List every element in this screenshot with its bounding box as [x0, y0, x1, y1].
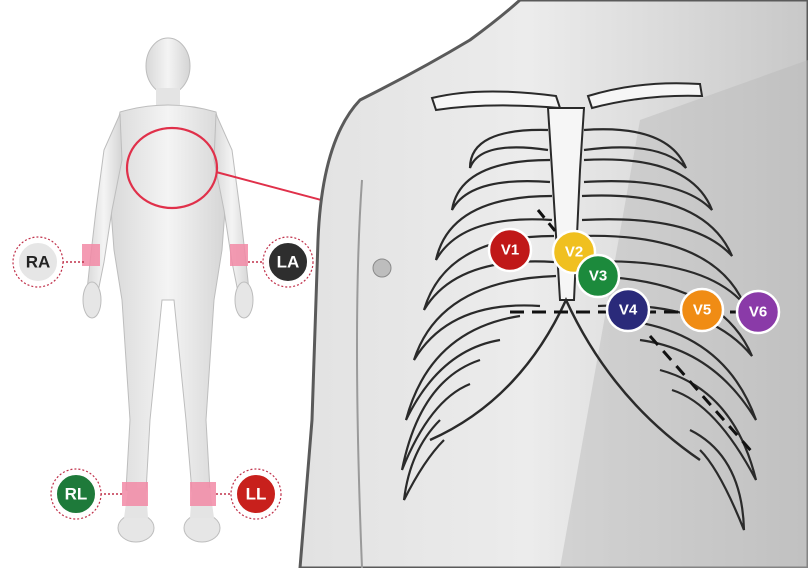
lead-rl-label: RL [65, 485, 88, 504]
figure-left-foot [184, 514, 220, 542]
lead-ra-label: RA [26, 253, 51, 272]
lead-ra-badge: RA [13, 237, 63, 287]
lead-la-label: LA [277, 253, 300, 272]
nipple-marker [373, 259, 391, 277]
lead-v3-label: V3 [589, 268, 607, 285]
lead-v6-electrode: V6 [737, 291, 779, 333]
band-right-ankle [122, 482, 148, 506]
figure-head [146, 38, 190, 94]
lead-v1-electrode: V1 [489, 229, 531, 271]
lead-v6-label: V6 [749, 304, 767, 321]
lead-v2-label: V2 [565, 244, 583, 261]
figure-left-hand [235, 282, 253, 318]
figure-right-hand [83, 282, 101, 318]
lead-v5-electrode: V5 [681, 289, 723, 331]
lead-v5-label: V5 [693, 302, 711, 319]
band-left-ankle [190, 482, 216, 506]
lead-rl-badge: RL [51, 469, 101, 519]
lead-v3-electrode: V3 [577, 255, 619, 297]
lead-ll-label: LL [246, 485, 267, 504]
lead-v1-label: V1 [501, 242, 519, 259]
lead-ll-badge: LL [231, 469, 281, 519]
band-left-wrist [230, 244, 248, 266]
lead-v4-label: V4 [619, 302, 638, 319]
lead-la-badge: LA [263, 237, 313, 287]
lead-v4-electrode: V4 [607, 289, 649, 331]
zoomed-torso: V1 V2 V3 V4 V5 V6 [300, 0, 808, 568]
figure-torso [108, 105, 228, 492]
band-right-wrist [82, 244, 100, 266]
figure-right-foot [118, 514, 154, 542]
